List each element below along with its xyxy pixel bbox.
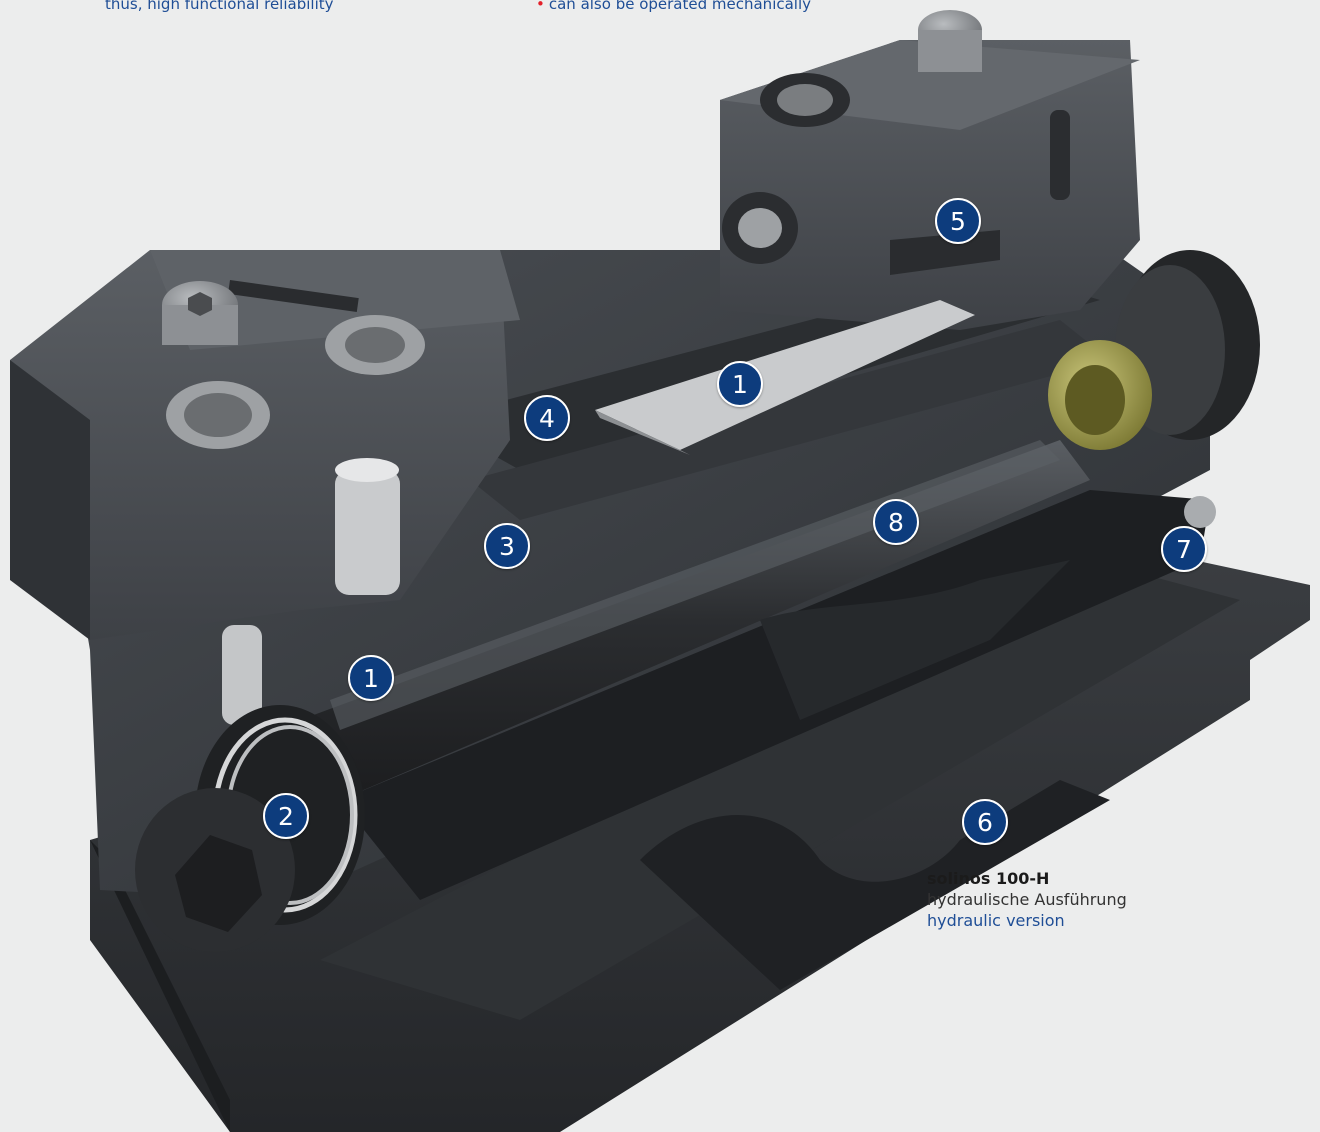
model-name: solinos 100-H: [927, 869, 1050, 888]
callout-badge-8: 8: [873, 499, 919, 545]
callout-badge-3: 3: [484, 523, 530, 569]
bullet-icon: •: [536, 0, 545, 13]
callout-badge-2: 2: [263, 793, 309, 839]
callout-badge-6: 6: [962, 799, 1008, 845]
callout-badge-1-body: 1: [348, 655, 394, 701]
top-text-right: •can also be operated mechanically: [536, 0, 811, 13]
callout-badge-5: 5: [935, 198, 981, 244]
callout-badge-1-plate: 1: [717, 361, 763, 407]
top-text-right-label: can also be operated mechanically: [548, 0, 812, 13]
caption-german: hydraulische Ausführung: [927, 890, 1127, 909]
product-caption: solinos 100-H hydraulische Ausführung hy…: [927, 868, 1127, 931]
socket-head-bolts: [162, 10, 1216, 528]
cylinder-cap: [1048, 250, 1260, 450]
clamping-plate: [595, 300, 975, 450]
caption-english: hydraulic version: [927, 911, 1065, 930]
top-text-left: thus, high functional reliability: [105, 0, 334, 13]
callout-badge-7: 7: [1161, 526, 1207, 572]
callout-badge-4: 4: [524, 395, 570, 441]
